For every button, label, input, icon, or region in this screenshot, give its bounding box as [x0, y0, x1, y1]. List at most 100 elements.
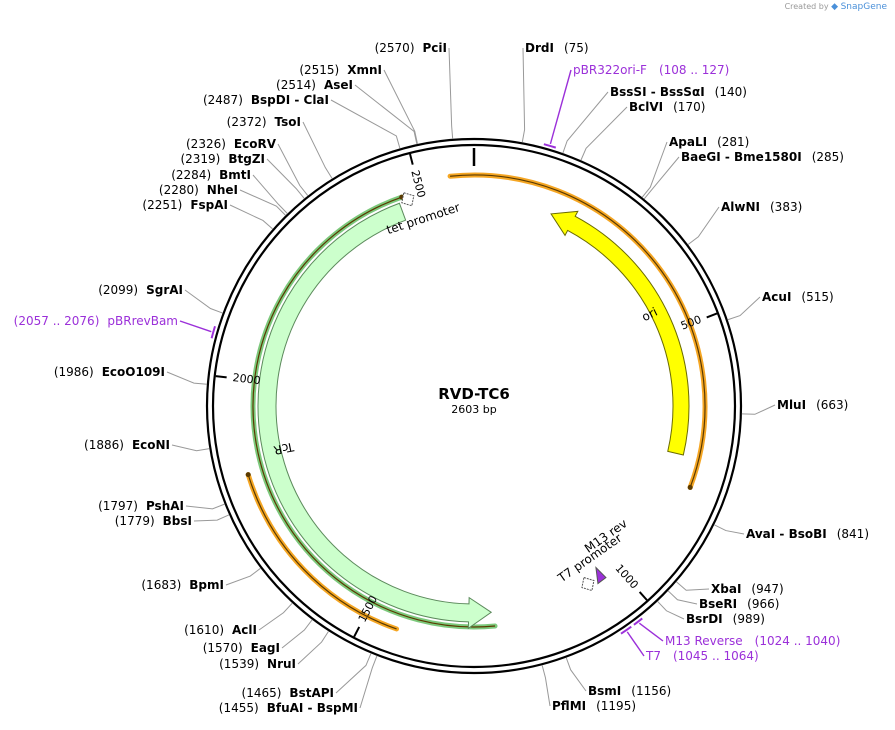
site-name: BspDI - ClaI: [251, 93, 329, 107]
site-label: (1779)BbsI: [115, 514, 192, 528]
site-position: (2326): [186, 137, 226, 151]
t7-promoter-glyph: [581, 576, 595, 592]
site-label: (2570) PciI: [375, 41, 447, 55]
site-leader: [277, 143, 309, 197]
plasmid-backbone: [205, 137, 743, 675]
orf-tcr-orange-core: [247, 474, 397, 630]
site-position: (1886): [84, 438, 124, 452]
tick-mark: [215, 375, 227, 379]
credit-brand: SnapGene: [840, 2, 887, 12]
site-leader: [184, 289, 223, 314]
snapgene-credit: Created by ◆ SnapGene: [785, 2, 887, 12]
site-label: (2099)SgrAI: [98, 283, 183, 297]
site-label: (2487) BspDI - ClaI: [203, 93, 329, 107]
site-name: FspAI: [190, 198, 228, 212]
site-label: BsmI (1156): [588, 684, 671, 698]
site-leader: [562, 91, 609, 154]
site-position: (1156): [631, 684, 671, 698]
site-position: (947): [751, 582, 783, 596]
tick-mark: [638, 591, 648, 601]
orf-ori-core: [450, 174, 706, 488]
site-position: (75): [564, 41, 589, 55]
site-name: EcoNI: [132, 438, 170, 452]
site-leader: [714, 524, 745, 535]
site-name: AvaI - BsoBI: [746, 527, 827, 541]
primer-label: (2057 .. 2076) pBRrevBam: [14, 314, 178, 328]
site-leader: [565, 657, 587, 692]
feature-ori-arrow: [550, 210, 690, 456]
plasmid-name: RVD-TC6: [438, 385, 510, 403]
site-leader: [657, 600, 685, 620]
leader-line-layer: [166, 47, 776, 709]
site-label: (2251)FspAI: [142, 198, 228, 212]
site-leader: [239, 189, 286, 216]
site-label: BclVI(170): [629, 100, 705, 114]
site-position: (383): [770, 200, 802, 214]
orf-layer: [245, 172, 708, 632]
site-name: BsmI: [588, 684, 621, 698]
site-position: (285): [812, 150, 844, 164]
site-label: (1683) BpmI: [141, 578, 224, 592]
site-name: AlwNI: [721, 200, 760, 214]
site-label: BaeGI - Bme1580I(285): [681, 150, 844, 164]
primer-range: (2057 .. 2076): [14, 314, 100, 328]
plasmid-length: 2603 bp: [451, 403, 496, 416]
site-label: (1465) BstAPI: [242, 686, 334, 700]
site-name: EagI: [251, 641, 280, 655]
site-name: BpmI: [189, 578, 224, 592]
site-label: (1570)EagI: [203, 641, 280, 655]
site-name: BstAPI: [289, 686, 334, 700]
primer-leader: [179, 320, 212, 333]
site-position: (2099): [98, 283, 138, 297]
site-position: (515): [801, 290, 833, 304]
site-leader: [171, 444, 210, 452]
site-name: BmtI: [219, 168, 251, 182]
site-leader: [252, 174, 288, 214]
site-name: PflMI: [552, 699, 586, 713]
site-leader: [166, 371, 207, 385]
orf-ori-head: [687, 484, 693, 490]
primer-mark: [210, 325, 216, 339]
site-position: (1465): [242, 686, 282, 700]
site-leader: [354, 84, 418, 145]
tick-mark: [353, 626, 361, 638]
site-position: (2372): [227, 115, 267, 129]
site-label: (1797) PshAI: [98, 499, 184, 513]
feature-tcr-arrow: [257, 202, 493, 630]
feature-tcr-label: TcR: [272, 439, 296, 457]
site-position: (1779): [115, 514, 155, 528]
site-name: BssSI - BssSαI: [610, 85, 705, 99]
snapgene-logo-icon: ◆: [831, 2, 839, 12]
site-position: (966): [747, 597, 779, 611]
primer-leader: [638, 622, 664, 642]
site-label: (2372)TsoI: [227, 115, 301, 129]
site-label: (1986)EcoO109I: [54, 365, 165, 379]
site-position: (1797): [98, 499, 138, 513]
site-name: NruI: [267, 657, 296, 671]
primer-label: pBR322ori-F(108 .. 127): [573, 63, 729, 77]
site-leader: [667, 590, 698, 605]
site-name: PciI: [423, 41, 448, 55]
site-position: (2515): [299, 63, 339, 77]
site-name: XbaI: [711, 582, 741, 596]
site-position: (1683): [141, 578, 181, 592]
site-position: (2487): [203, 93, 243, 107]
site-name: MluI: [777, 398, 806, 412]
tick-mark: [706, 312, 718, 319]
site-leader: [641, 141, 668, 198]
primer-mark: [633, 617, 643, 626]
site-name: BsrDI: [686, 612, 723, 626]
orf-tcr-orange-head: [245, 472, 251, 478]
site-label: BseRI(966): [699, 597, 779, 611]
site-leader: [741, 404, 776, 415]
site-name: EcoRV: [234, 137, 277, 151]
primer-name: pBRrevBam: [107, 314, 178, 328]
site-label: (1610)AclI: [184, 623, 257, 637]
site-name: PshAI: [146, 499, 184, 513]
m13-rev-glyph: [595, 566, 607, 585]
site-name: BtgZI: [228, 152, 265, 166]
site-label: (2515)XmnI: [299, 63, 382, 77]
site-position: (2570): [375, 41, 415, 55]
